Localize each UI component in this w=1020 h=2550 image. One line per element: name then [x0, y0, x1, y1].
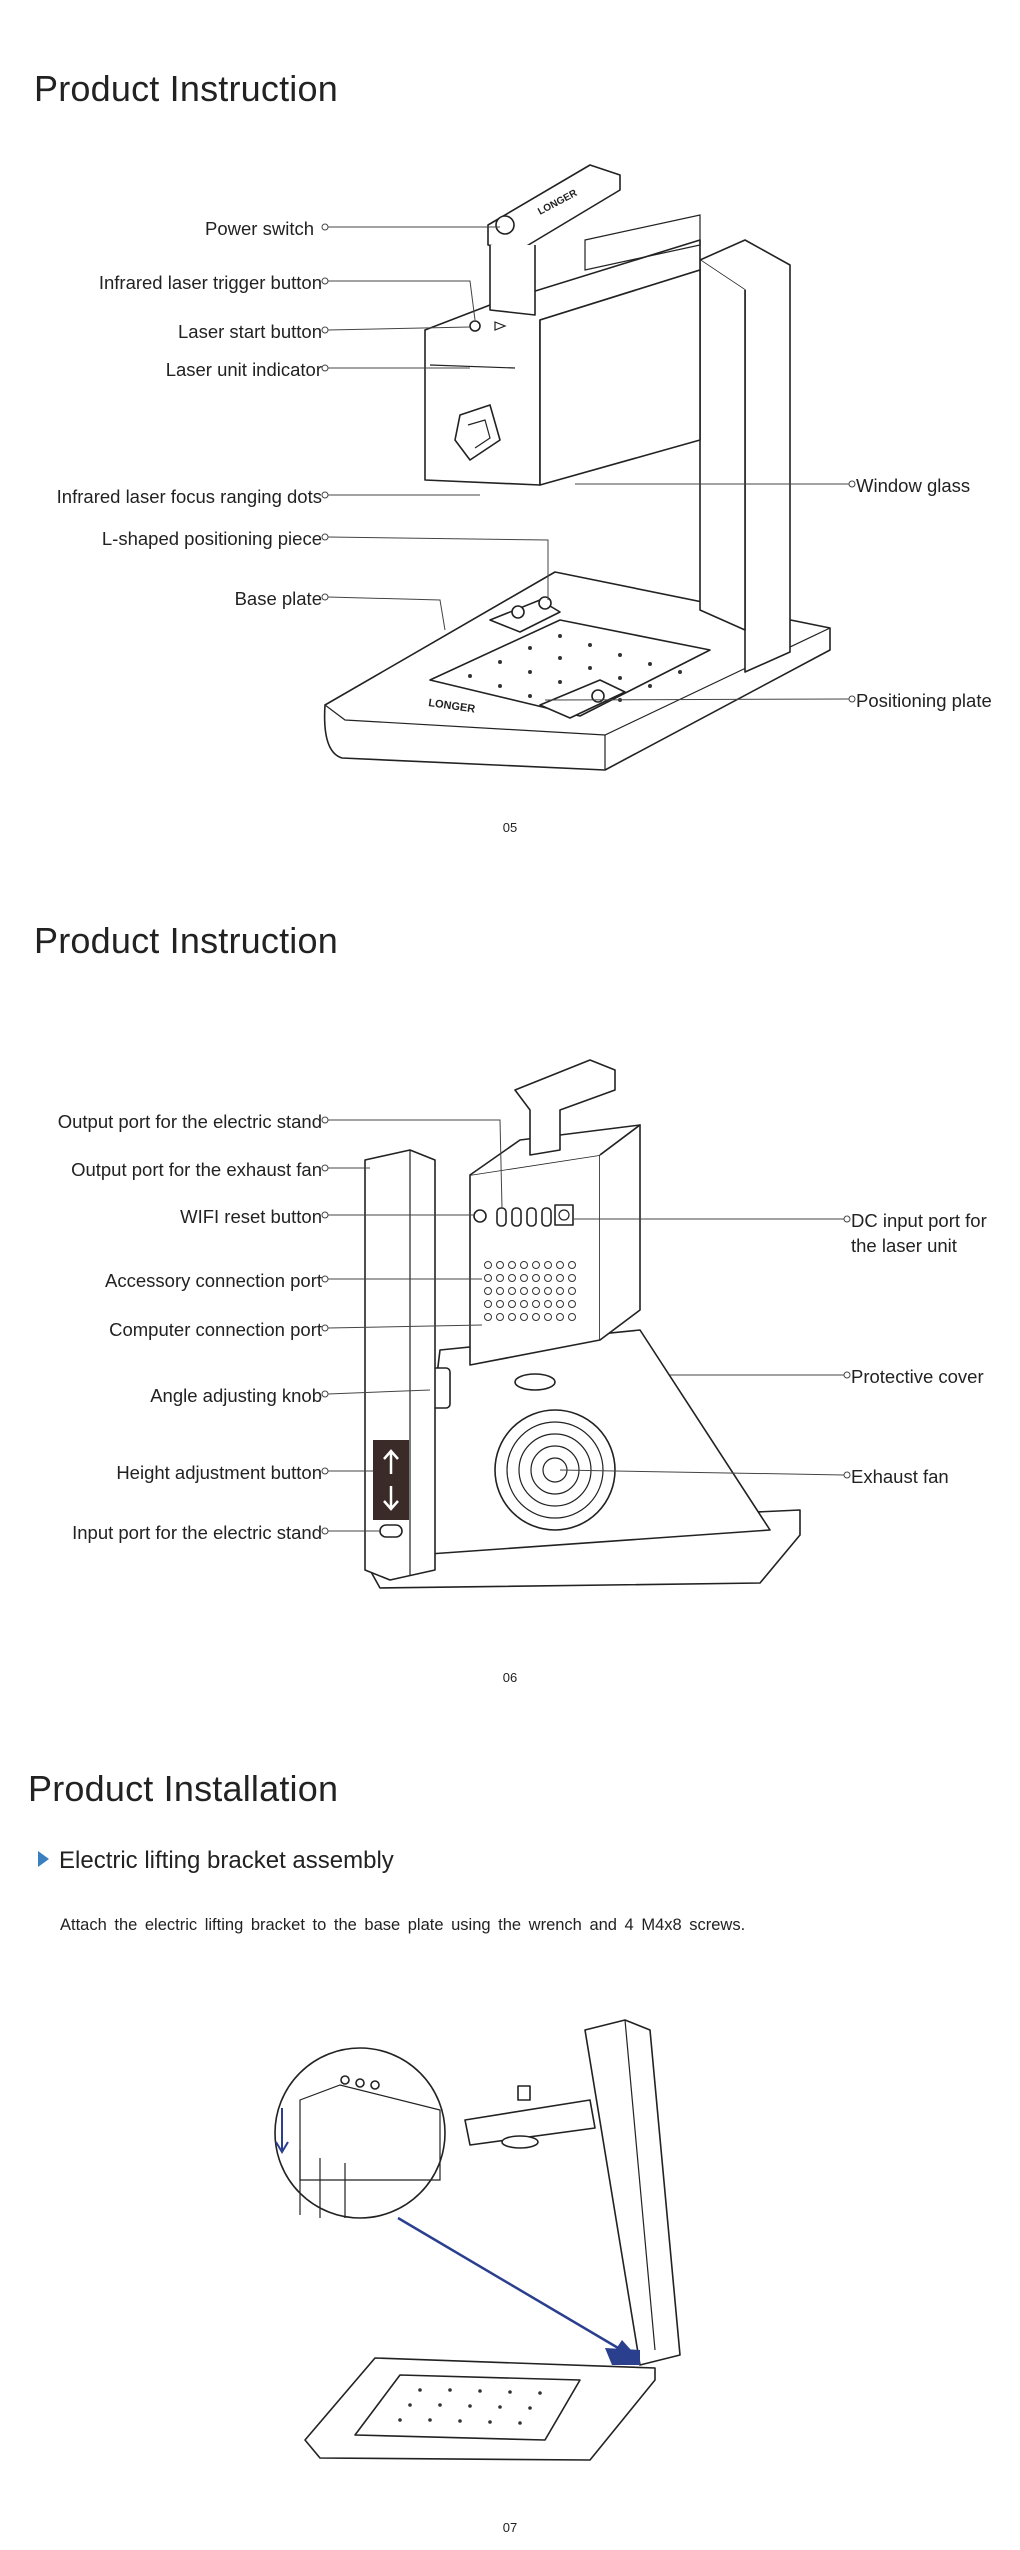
section-triangle-icon: [38, 1851, 49, 1867]
page-title: Product Instruction: [34, 920, 338, 961]
label-window-glass: Window glass: [856, 475, 971, 496]
label-dc-input-line1: DC input port for: [851, 1210, 987, 1231]
laser-machine-rear-illustration: [364, 1059, 801, 1589]
down-arrow-icon: [383, 1486, 399, 1511]
label-protective-cover: Protective cover: [851, 1366, 984, 1387]
label-computer-port: Computer connection port: [109, 1319, 322, 1340]
leader-lines-page05: [321, 223, 856, 703]
label-exhaust-fan: Exhaust fan: [851, 1466, 949, 1487]
installation-illustration: [274, 2019, 681, 2461]
leader-lines-page06: [321, 1116, 851, 1535]
page-number: 05: [502, 820, 518, 835]
label-dc-input-line2: the laser unit: [851, 1235, 957, 1256]
label-l-shaped-piece: L-shaped positioning piece: [101, 528, 322, 549]
section-heading-text: Electric lifting bracket assembly: [59, 1847, 394, 1874]
label-base-plate: Base plate: [234, 588, 322, 609]
label-ir-trigger-button: Infrared laser trigger button: [98, 272, 322, 293]
label-accessory-port: Accessory connection port: [105, 1270, 322, 1291]
label-laser-unit-indicator: Laser unit indicator: [165, 359, 322, 380]
laser-machine-front-illustration: LONGER LONGER: [323, 164, 831, 771]
label-angle-knob: Angle adjusting knob: [150, 1385, 322, 1406]
section-heading: Electric lifting bracket assembly: [38, 1847, 394, 1875]
label-height-button: Height adjustment button: [116, 1462, 322, 1483]
label-output-stand-port: Output port for the electric stand: [57, 1111, 322, 1132]
label-focus-ranging-dots: Infrared laser focus ranging dots: [56, 486, 322, 507]
page-title: Product Instruction: [34, 68, 338, 109]
label-power-switch: Power switch: [205, 218, 314, 239]
label-output-fan-port: Output port for the exhaust fan: [71, 1159, 322, 1180]
label-wifi-reset-button: WIFI reset button: [180, 1206, 322, 1227]
label-positioning-plate: Positioning plate: [856, 690, 992, 711]
up-arrow-icon: [383, 1449, 399, 1474]
page-number: 06: [502, 1670, 518, 1685]
label-laser-start-button: Laser start button: [178, 321, 322, 342]
page-title: Product Installation: [28, 1768, 339, 1809]
page-number: 07: [502, 2520, 518, 2535]
label-input-stand-port: Input port for the electric stand: [72, 1522, 322, 1543]
instruction-text: Attach the electric lifting bracket to t…: [60, 1916, 746, 1934]
